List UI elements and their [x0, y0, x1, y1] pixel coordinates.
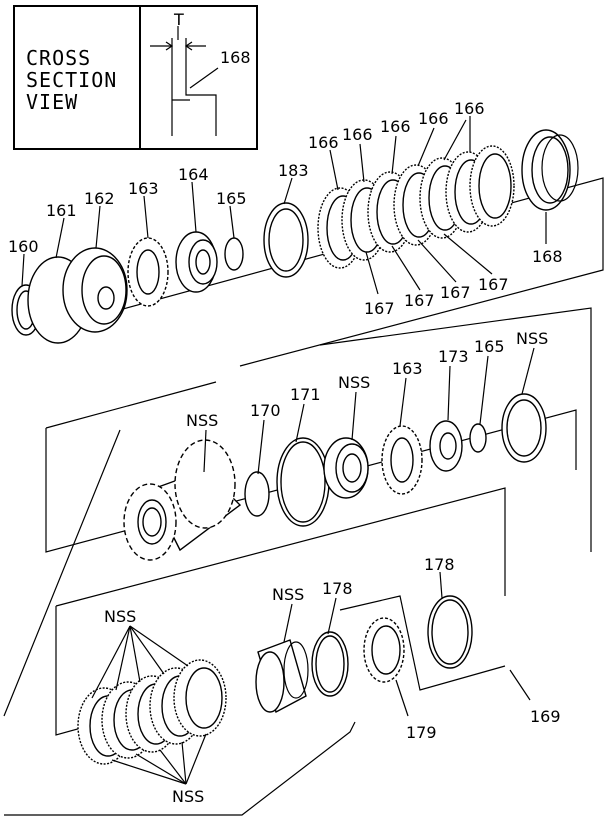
plate-162: [62, 247, 128, 333]
ring-178-right: [427, 595, 473, 669]
callout-178-left: 178: [322, 579, 353, 598]
ring-171: [276, 437, 330, 527]
callout-171: 171: [290, 385, 321, 404]
callout-166-b: 166: [342, 125, 373, 144]
callout-166-d: 166: [418, 109, 449, 128]
drum-168: [521, 129, 579, 211]
gear-179: [363, 617, 405, 683]
callout-165-top: 165: [216, 189, 247, 208]
race-164: [175, 231, 218, 293]
lower-sub-frame: [339, 595, 506, 691]
ring-165-top: [224, 237, 244, 271]
section-drawing: [150, 26, 219, 136]
callout-173: 173: [438, 347, 469, 366]
clutch-plate-stack: [317, 145, 515, 269]
inset-part-label: 168: [220, 48, 251, 67]
callout-161: 161: [46, 201, 77, 220]
callout-163-top: 163: [128, 179, 159, 198]
ring-nss-mid-right: [501, 393, 547, 463]
inset-title-line-1: CROSS: [26, 46, 91, 70]
callout-165-mid: 165: [474, 337, 505, 356]
lower-outer-frame: [4, 721, 356, 816]
callout-nss-low-left: NSS: [104, 607, 136, 626]
callout-167-a: 167: [364, 299, 395, 318]
callout-170: 170: [250, 401, 281, 420]
callout-169: 169: [530, 707, 561, 726]
middle-outer-frame: [3, 307, 592, 717]
callout-166-a: 166: [308, 133, 339, 152]
needle-bearing-163-top: [127, 237, 169, 307]
callout-163-mid: 163: [392, 359, 423, 378]
middle-leader-lines: [203, 347, 535, 475]
callout-167-b: 167: [404, 291, 435, 310]
callout-nss-bottom: NSS: [172, 787, 204, 806]
callout-167-c: 167: [440, 283, 471, 302]
callout-nss-mid-left: NSS: [186, 411, 218, 430]
bearing-nss-mid: [323, 437, 369, 499]
inset-dimension-label: T: [173, 10, 184, 29]
lower-leader-lines: [283, 571, 531, 717]
clutch-pack-nss: [77, 659, 227, 765]
drum-nss-lower: [255, 639, 309, 714]
cross-section-inset: CROSS SECTION VIEW T 168: [13, 5, 258, 150]
race-173: [429, 420, 463, 472]
callout-162: 162: [84, 189, 115, 208]
callout-168: 168: [532, 247, 563, 266]
inset-frame: [13, 5, 258, 150]
ring-183: [263, 202, 309, 278]
callout-164: 164: [178, 165, 209, 184]
inset-title-line-3: VIEW: [26, 90, 78, 114]
ring-170: [244, 471, 270, 517]
callout-nss-low-center: NSS: [272, 585, 304, 604]
clutch-pack-leaders: [91, 625, 207, 785]
callout-nss-mid-center: NSS: [338, 373, 370, 392]
callout-179: 179: [406, 723, 437, 742]
inset-title-line-2: SECTION: [26, 68, 117, 92]
callout-178-right: 178: [424, 555, 455, 574]
top-leader-lines: [21, 116, 547, 295]
callout-183: 183: [278, 161, 309, 180]
ring-178-left: [311, 631, 349, 697]
callout-166-e: 166: [454, 99, 485, 118]
callout-166-c: 166: [380, 117, 411, 136]
needle-bearing-163-mid: [381, 425, 423, 495]
ring-165-mid: [469, 423, 487, 453]
callout-167-d: 167: [478, 275, 509, 294]
callout-nss-mid-right: NSS: [516, 329, 548, 348]
sun-gear: [123, 439, 242, 561]
callout-160: 160: [8, 237, 39, 256]
